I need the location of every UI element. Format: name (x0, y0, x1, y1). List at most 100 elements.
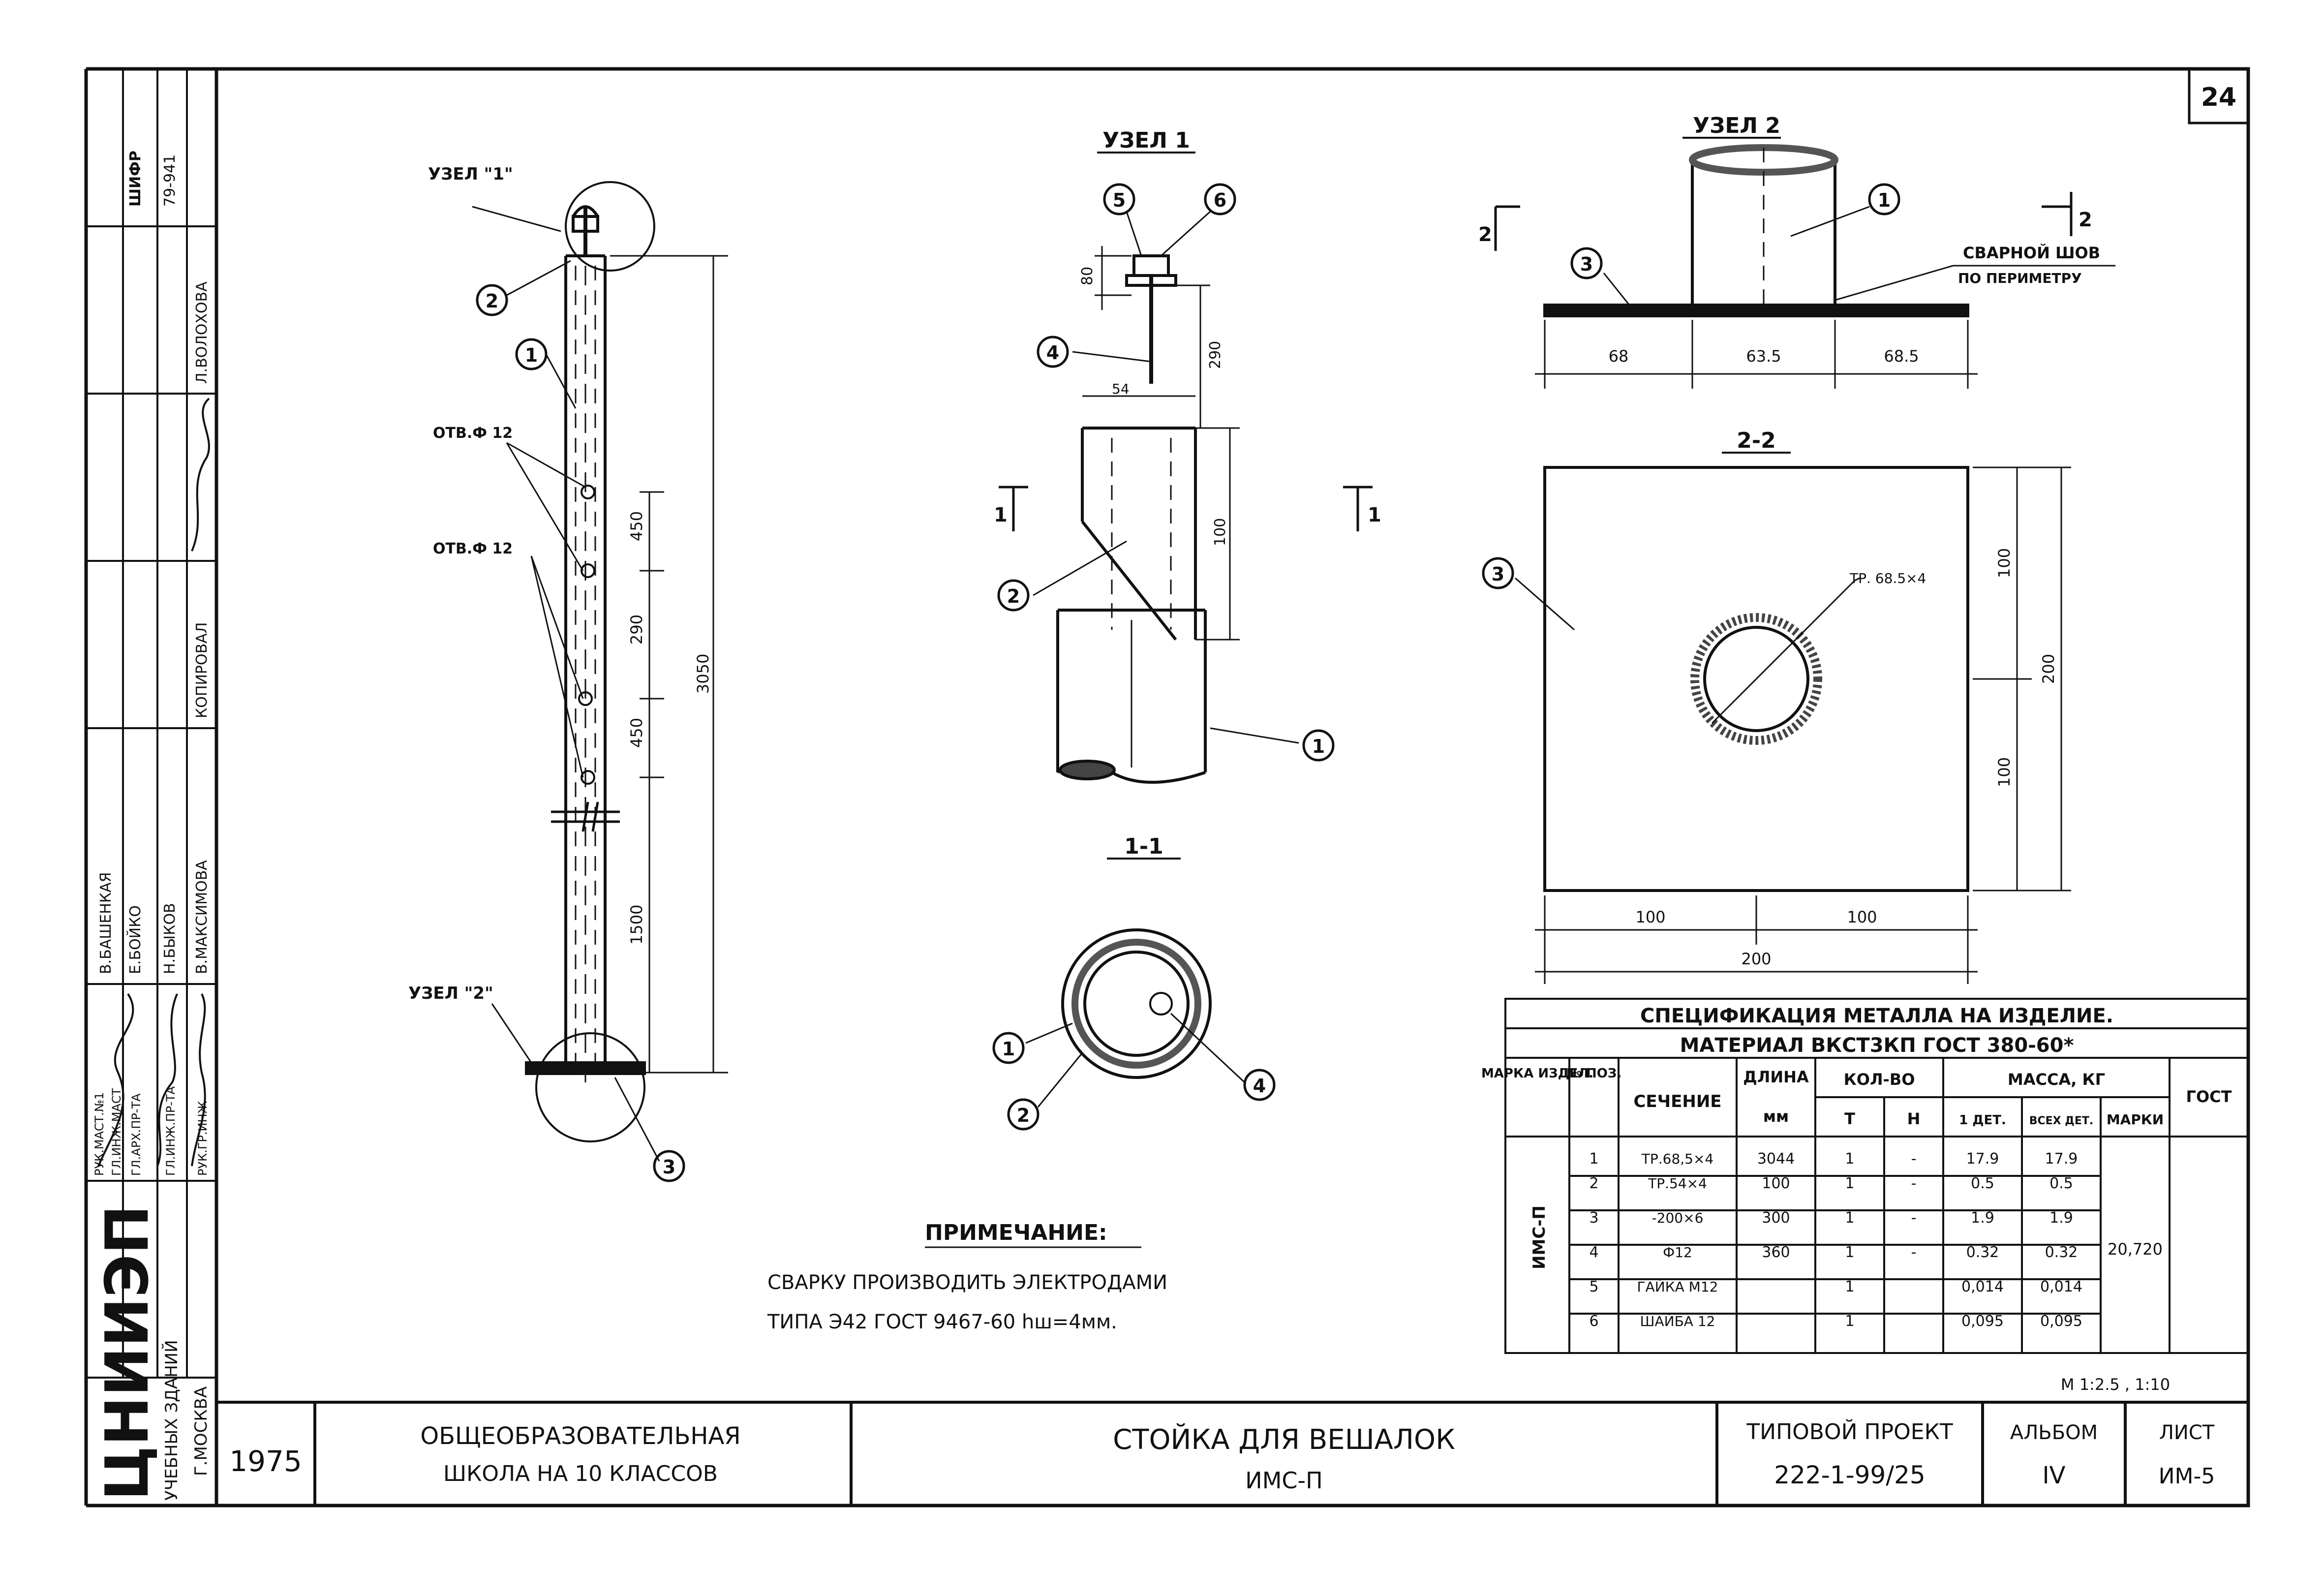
spec-cell-pos: 3 (1589, 1209, 1598, 1227)
svg-text:3: 3 (1580, 253, 1593, 275)
hole-label: ОТВ.Ф 12 (433, 540, 513, 557)
svg-text:Е.БОЙКО: Е.БОЙКО (126, 905, 144, 974)
album-number: IV (2043, 1462, 2066, 1489)
note-line-2: ТИПА Э42 ГОСТ 9467-60 hш=4мм. (767, 1311, 1117, 1333)
sheet-label: ЛИСТ (2159, 1421, 2215, 1444)
project-label: ТИПОВОЙ ПРОЕКТ (1746, 1418, 1953, 1445)
svg-text:Н.БЫКОВ: Н.БЫКОВ (161, 903, 179, 974)
spec-cell-all: 1.9 (2049, 1209, 2073, 1227)
spec-cell-length: 360 (1762, 1244, 1790, 1261)
spec-material: МАТЕРИАЛ ВКСТ3КП ГОСТ 380-60* (1680, 1034, 2074, 1057)
svg-text:МАРКИ: МАРКИ (2107, 1111, 2164, 1128)
section-2-2 (1515, 452, 2071, 984)
svg-text:100: 100 (1212, 518, 1229, 546)
svg-text:ГОСТ: ГОСТ (2186, 1087, 2232, 1106)
spec-cell-length: 100 (1762, 1175, 1790, 1192)
svg-text:мм: мм (1763, 1107, 1789, 1126)
sheet-number: ИМ-5 (2159, 1464, 2215, 1489)
svg-text:100: 100 (1635, 908, 1665, 926)
callout-2: 2 (997, 579, 1030, 612)
svg-text:1 ДЕТ.: 1 ДЕТ. (1959, 1113, 2006, 1128)
node1-labels: УЗЕЛ 1 80 290 54 100 1 1 5 6 4 2 1 (994, 128, 1381, 762)
title-block: 1975 ОБЩЕОБРАЗОВАТЕЛЬНАЯ ШКОЛА НА 10 КЛА… (216, 1401, 2248, 1506)
svg-text:63.5: 63.5 (1746, 347, 1781, 366)
section-2-2-labels: 2-2 ТР. 68.5×4 100 100 200 100 100 200 3 (1482, 428, 2058, 968)
spec-cell-n: - (1911, 1150, 1917, 1168)
spec-table: СПЕЦИФИКАЦИЯ МЕТАЛЛА НА ИЗДЕЛИЕ. МАТЕРИА… (1481, 998, 2249, 1394)
svg-text:2: 2 (1478, 223, 1492, 246)
node1-view (999, 152, 1373, 784)
callout-4: 4 (1243, 1069, 1276, 1101)
spec-cell-section: ТР.68,5×4 (1641, 1151, 1714, 1167)
svg-text:100: 100 (1995, 757, 2014, 787)
node2-ref-label: УЗЕЛ "2" (408, 984, 493, 1003)
svg-text:200: 200 (1741, 950, 1771, 968)
spec-cell-t: 1 (1845, 1313, 1854, 1330)
section-2-2-title: 2-2 (1737, 428, 1776, 453)
signature (191, 398, 210, 552)
spec-cell-all: 17.9 (2045, 1150, 2078, 1168)
svg-text:79-941: 79-941 (161, 154, 179, 207)
svg-text:ПО ПЕРИМЕТРУ: ПО ПЕРИМЕТРУ (1958, 270, 2082, 286)
svg-text:ГЛ.ИНЖ.МАСТ: ГЛ.ИНЖ.МАСТ (110, 1088, 123, 1176)
side-stamp-text: ШИФР 79-941 Л.ВОЛОХОВА КОПИРОВАЛ В.МАКСИ… (92, 151, 211, 1501)
svg-text:3050: 3050 (694, 654, 712, 694)
spec-cell-one: 0,014 (1961, 1278, 2004, 1295)
object-line-1: ОБЩЕОБРАЗОВАТЕЛЬНАЯ (420, 1422, 740, 1450)
spec-cell-one: 1.9 (1971, 1209, 1994, 1227)
spec-cell-t: 1 (1845, 1209, 1854, 1227)
mark-value: ИМС-П (1529, 1205, 1549, 1269)
spec-cell-all: 0.5 (2049, 1175, 2073, 1192)
svg-text:УЧЕБНЫХ ЗДАНИЙ: УЧЕБНЫХ ЗДАНИЙ (161, 1340, 182, 1501)
callout-1: 1 (1302, 729, 1335, 762)
svg-text:1: 1 (1002, 1038, 1015, 1060)
spec-cell-section: -200×6 (1652, 1210, 1704, 1226)
node2-labels: УЗЕЛ 2 СВАРНОЙ ШОВ ПО ПЕРИМЕТРУ 68 63.5 … (1478, 113, 2100, 366)
mark-mass: 20,720 (2108, 1240, 2163, 1259)
object-line-2: ШКОЛА НА 10 КЛАССОВ (443, 1461, 718, 1486)
svg-text:МАРКА ИЗДЕЛ.: МАРКА ИЗДЕЛ. (1481, 1066, 1593, 1081)
svg-text:Г.МОСКВА: Г.МОСКВА (191, 1386, 211, 1476)
svg-text:В.МАКСИМОВА: В.МАКСИМОВА (193, 860, 211, 974)
callout-3: 3 (653, 1150, 685, 1182)
callout-1: 1 (992, 1032, 1025, 1064)
svg-text:1: 1 (994, 504, 1008, 526)
svg-text:1: 1 (1312, 736, 1325, 757)
spec-cell-pos: 6 (1589, 1313, 1598, 1330)
svg-text:ВСЕХ ДЕТ.: ВСЕХ ДЕТ. (2029, 1115, 2094, 1127)
node1-title: УЗЕЛ 1 (1102, 128, 1190, 153)
svg-text:200: 200 (2039, 654, 2058, 684)
callout-4: 4 (1037, 336, 1069, 368)
spec-cell-section: ГАЙКА М12 (1637, 1278, 1718, 1295)
spec-cell-length: 300 (1762, 1209, 1790, 1227)
svg-text:МАССА, КГ: МАССА, КГ (2008, 1070, 2105, 1089)
svg-text:ДЛИНА: ДЛИНА (1743, 1068, 1809, 1086)
svg-text:4: 4 (1253, 1075, 1266, 1097)
svg-text:ГЛ.АРХ.ПР-ТА: ГЛ.АРХ.ПР-ТА (129, 1093, 143, 1176)
scale-label: М 1:2.5 , 1:10 (2061, 1375, 2170, 1394)
svg-text:290: 290 (1207, 341, 1224, 369)
spec-cell-t: 1 (1845, 1175, 1854, 1192)
svg-text:24: 24 (2201, 83, 2236, 112)
note-title: ПРИМЕЧАНИЕ: (925, 1220, 1107, 1245)
svg-text:80: 80 (1079, 267, 1096, 285)
section-1-1 (1025, 858, 1246, 1108)
node2-view (1494, 137, 2115, 389)
elevation-view (472, 181, 728, 1162)
svg-text:5: 5 (1113, 189, 1126, 211)
note-line-1: СВАРКУ ПРОИЗВОДИТЬ ЭЛЕКТРОДАМИ (767, 1271, 1167, 1294)
section-1-1-title: 1-1 (1124, 834, 1163, 859)
org-logo: ЦНИИЭП (93, 1205, 162, 1501)
callout-2: 2 (1007, 1098, 1040, 1131)
spec-cell-section: Ф12 (1663, 1244, 1692, 1261)
spec-cell-one: 0,095 (1961, 1313, 2004, 1330)
callout-1: 1 (1868, 183, 1900, 215)
svg-text:ГЛ.ИНЖ.ПР-ТА: ГЛ.ИНЖ.ПР-ТА (164, 1086, 178, 1176)
